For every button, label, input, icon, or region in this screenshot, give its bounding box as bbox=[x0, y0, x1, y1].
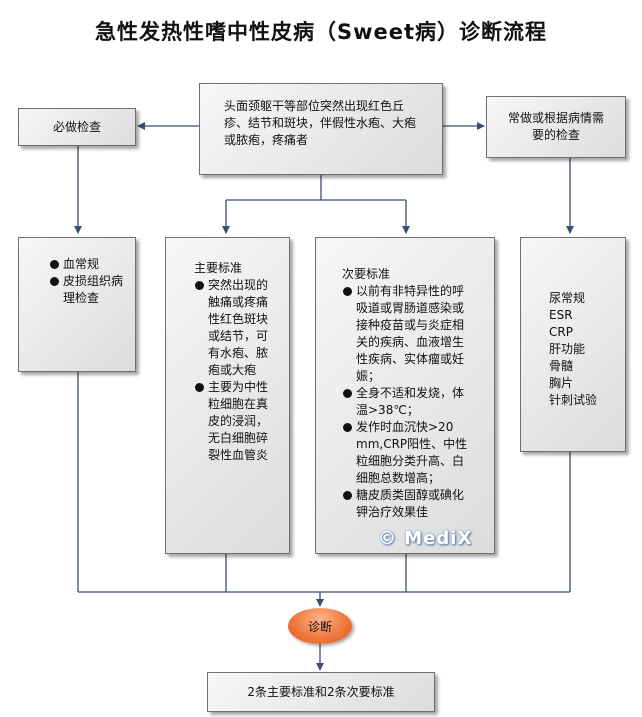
optional-test-item: 肝功能 bbox=[549, 342, 586, 356]
required-test-item: 血常规 bbox=[49, 256, 129, 273]
optional-test-item: 胸片 bbox=[549, 376, 574, 390]
minor-criteria-item: 以前有非特异性的呼吸道或胃肠道感染或接种疫苗或与炎症相关的疾病、血液增生性疾病、… bbox=[342, 283, 474, 385]
minor-criteria-box: 次要标准 以前有非特异性的呼吸道或胃肠道感染或接种疫苗或与炎症相关的疾病、血液增… bbox=[315, 237, 495, 554]
minor-criteria-heading: 次要标准 bbox=[342, 267, 391, 281]
optional-test-item: CRP bbox=[549, 325, 573, 339]
required-tests-header: 必做检查 bbox=[18, 108, 136, 146]
major-criteria-list: 突然出现的触痛或疼痛性红色斑块或结节，可有水疱、脓疱或大疱 主要为中性粒细胞在真… bbox=[194, 277, 269, 464]
major-criteria-box: 主要标准 突然出现的触痛或疼痛性红色斑块或结节，可有水疱、脓疱或大疱 主要为中性… bbox=[165, 237, 290, 554]
optional-test-item: 尿常规 bbox=[549, 291, 586, 305]
conclusion-text: 2条主要标准和2条次要标准 bbox=[247, 684, 395, 699]
minor-criteria-item: 全身不适和发烧，体温>38℃； bbox=[342, 385, 474, 419]
required-tests-box: 血常规 皮损组织病理检查 bbox=[18, 237, 136, 372]
optional-tests-list: 尿常规 ESR CRP 肝功能 骨髓 胸片 针刺试验 bbox=[549, 290, 619, 409]
required-test-item: 皮损组织病理检查 bbox=[49, 273, 129, 307]
page-title: 急性发热性嗜中性皮病（Sweet病）诊断流程 bbox=[94, 20, 548, 44]
minor-criteria-item: 糖皮质类固醇或碘化钾治疗效果佳 bbox=[342, 487, 474, 521]
major-criteria-item: 主要为中性粒细胞在真皮的浸润，无白细胞碎裂性血管炎 bbox=[194, 379, 269, 464]
required-tests-list: 血常规 皮损组织病理检查 bbox=[49, 256, 129, 307]
optional-test-item: ESR bbox=[549, 308, 573, 322]
optional-tests-header: 常做或根据病情需要的检查 bbox=[486, 96, 626, 158]
minor-criteria-item: 发作时血沉快>20 mm,CRP阳性、中性粒细胞分类升高、白细胞总数增高； bbox=[342, 419, 474, 487]
symptom-text: 头面颈躯干等部位突然出现红色丘疹、结节和斑块，伴假性水疱、大疱或脓疱，疼痛者 bbox=[224, 99, 417, 147]
symptom-box: 头面颈躯干等部位突然出现红色丘疹、结节和斑块，伴假性水疱、大疱或脓疱，疼痛者 bbox=[199, 83, 443, 175]
medix-watermark: © MediX bbox=[378, 528, 473, 549]
conclusion-box: 2条主要标准和2条次要标准 bbox=[207, 672, 435, 712]
optional-test-item: 骨髓 bbox=[549, 359, 574, 373]
minor-criteria-list: 以前有非特异性的呼吸道或胃肠道感染或接种疫苗或与炎症相关的疾病、血液增生性疾病、… bbox=[342, 283, 474, 521]
diagnosis-oval: 诊断 bbox=[288, 608, 352, 644]
major-criteria-item: 突然出现的触痛或疼痛性红色斑块或结节，可有水疱、脓疱或大疱 bbox=[194, 277, 269, 379]
optional-tests-box: 尿常规 ESR CRP 肝功能 骨髓 胸片 针刺试验 bbox=[520, 237, 626, 452]
required-tests-header-label: 必做检查 bbox=[52, 119, 101, 134]
major-criteria-heading: 主要标准 bbox=[194, 261, 243, 275]
optional-tests-header-label: 常做或根据病情需要的检查 bbox=[507, 111, 604, 142]
optional-test-item: 针刺试验 bbox=[549, 393, 598, 407]
diagnosis-label: 诊断 bbox=[307, 619, 332, 634]
